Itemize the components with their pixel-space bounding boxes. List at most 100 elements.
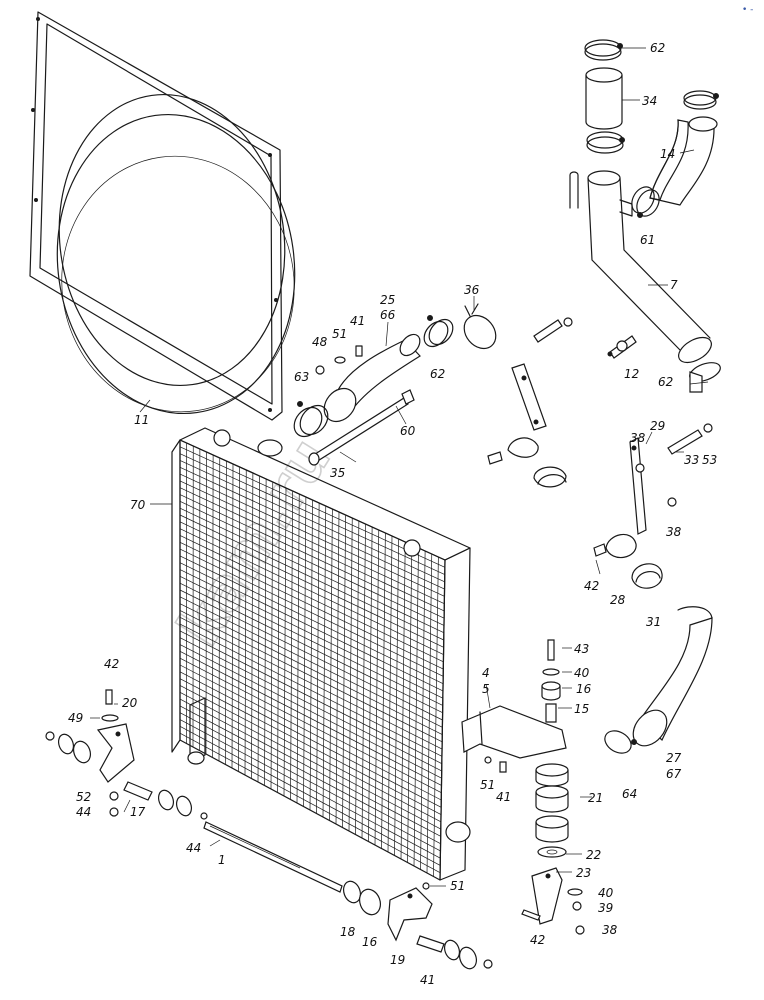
- washer-52: [109, 791, 119, 801]
- sleeve-17: [123, 781, 153, 801]
- core-fin-h: [179, 603, 443, 735]
- bracket-19: [387, 887, 433, 942]
- bushing-16-upper: [541, 681, 561, 701]
- leader-lines: [90, 47, 709, 887]
- label-34: 34: [642, 94, 657, 108]
- core-fin-h: [179, 678, 442, 815]
- nut-48: [315, 365, 325, 375]
- nut-39: [572, 901, 582, 911]
- core-fin-h: [179, 732, 441, 874]
- core-fin-h: [179, 446, 446, 568]
- hose-27-67: [632, 606, 713, 747]
- bolt-42-left: [105, 689, 113, 705]
- label-38: 38: [602, 923, 618, 937]
- core-fin-h: [179, 569, 443, 699]
- radiator: [171, 427, 471, 881]
- core-fin-h: [179, 521, 444, 648]
- label-49: 49: [68, 711, 83, 725]
- part-labels: 62 34 14 61 7 62 36 25 66 41 51 48 63 62…: [68, 41, 717, 987]
- bolt-33: [667, 423, 713, 455]
- core-fin-h: [179, 616, 443, 750]
- core-fin-h: [179, 651, 442, 786]
- core-fin-h: [179, 453, 445, 575]
- core-fin-h: [179, 501, 445, 626]
- clamp-63: [293, 401, 329, 438]
- label-64: 64: [622, 787, 637, 801]
- label-41: 41: [420, 973, 435, 987]
- core-fin-h: [179, 555, 444, 684]
- core-fin-h: [179, 726, 441, 866]
- label-36: 36: [464, 283, 480, 297]
- core-fin-h: [179, 473, 445, 597]
- core-fin-h: [179, 466, 445, 590]
- core-fin-h: [179, 623, 443, 757]
- strut-29: [629, 437, 647, 535]
- label-16: 16: [576, 682, 592, 696]
- label-25: 25: [380, 293, 395, 307]
- core-fin-h: [179, 637, 442, 772]
- core-fin-h: [179, 562, 444, 692]
- label-70: 70: [130, 498, 146, 512]
- bolt-43: [547, 639, 555, 661]
- label-33: 33: [684, 453, 699, 467]
- label-40: 40: [574, 666, 590, 680]
- tube-35: [308, 389, 415, 466]
- core-fin-h: [179, 582, 443, 714]
- core-fin-h: [179, 576, 443, 706]
- washer-40-upper: [542, 668, 560, 676]
- cushion-18-16: [342, 880, 381, 916]
- label-31: 31: [646, 615, 661, 629]
- core-fin-h: [179, 507, 445, 634]
- label-11: 11: [134, 413, 149, 427]
- washer-51-mid: [484, 756, 492, 764]
- hose-14: [649, 116, 718, 206]
- label-16: 16: [362, 935, 378, 949]
- label-38: 38: [630, 431, 646, 445]
- label-15: 15: [574, 702, 589, 716]
- clamp-36: [463, 303, 497, 350]
- core-fin-h: [179, 541, 444, 670]
- clamp-34-bottom: [586, 131, 625, 154]
- sleeve-15: [545, 703, 557, 723]
- core-fin-h: [179, 698, 441, 837]
- label-5: 5: [482, 682, 490, 696]
- label-53: 53: [702, 453, 717, 467]
- core-fin-h: [179, 657, 442, 794]
- clamp-64: [604, 730, 637, 754]
- label-60: 60: [400, 424, 416, 438]
- label-61: 61: [640, 233, 655, 247]
- fitting-12: [607, 335, 637, 359]
- label-66: 66: [380, 308, 396, 322]
- core-fin-h: [179, 514, 444, 641]
- nut-38-lower: [667, 497, 677, 507]
- label-42: 42: [104, 657, 119, 671]
- bracket-4-5: [461, 705, 567, 759]
- core-fin-h: [179, 671, 442, 808]
- clamp-62-top: [584, 39, 623, 61]
- label-17: 17: [130, 805, 146, 819]
- fan-shroud: [29, 11, 296, 421]
- clamp-28: [593, 533, 637, 559]
- label-62: 62: [658, 375, 673, 389]
- label-27: 27: [666, 751, 682, 765]
- washer-51-low: [422, 882, 430, 890]
- label-42: 42: [530, 933, 545, 947]
- label-12: 12: [624, 367, 639, 381]
- label-7: 7: [670, 278, 678, 292]
- nut-38-bottom: [575, 925, 585, 935]
- washer-22: [537, 846, 567, 858]
- core-fin-h: [179, 610, 443, 743]
- core-fin-h: [179, 596, 443, 728]
- bolt-41-mid: [499, 761, 507, 773]
- nut-38-upper: [635, 463, 645, 473]
- core-fin-h: [179, 548, 444, 677]
- cushion-left: [45, 731, 92, 764]
- core-fin-h: [179, 480, 445, 604]
- bolt-41-small: [355, 345, 363, 357]
- core-fin-h: [179, 535, 444, 663]
- bracket-upper-mid: [487, 317, 573, 488]
- cushion-left-2: [157, 789, 208, 820]
- label-67: 67: [666, 767, 682, 781]
- label-39: 39: [598, 901, 613, 915]
